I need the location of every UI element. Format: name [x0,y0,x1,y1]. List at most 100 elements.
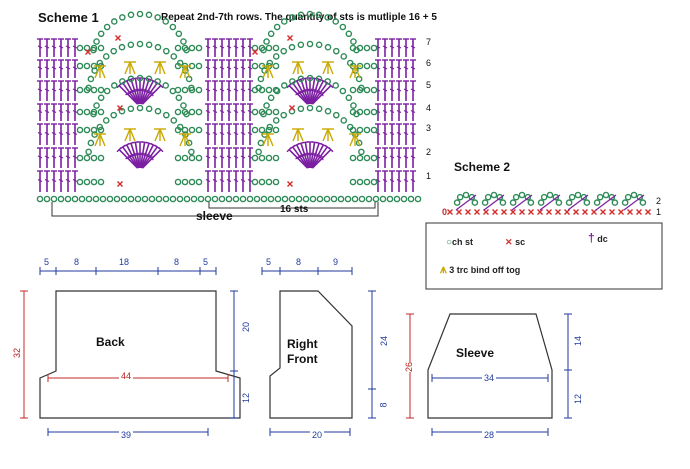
dc-stitch [65,103,71,121]
chain-stitch [258,108,266,116]
dc-stitch [219,103,225,121]
dc-stitch [382,38,388,57]
sc-stitch [573,209,579,215]
dc-stitch [382,147,388,168]
chain-stitch [195,178,203,186]
dc-stitch [44,38,50,57]
chain-stitch [180,102,187,109]
legend-ch-st: ○ch st [446,237,474,248]
chain-stitch [96,123,104,131]
sc-stitch [609,209,615,215]
chain-stitch [136,104,144,112]
chain-stitch [76,86,84,94]
dc-stitch [51,80,57,101]
chain-stitch [251,126,259,134]
dc-stitch [396,123,402,145]
chain-stitch [306,74,314,82]
front-top-width-3: 9 [333,257,339,267]
chain-stitch [288,195,296,203]
dc-stitch [65,123,71,145]
dc-stitch [44,59,50,78]
dc-stitch [212,80,218,101]
chain-stitch [297,75,305,83]
chain-stitch [174,178,182,186]
chain-stitch [596,193,604,201]
sc-stitch [645,209,651,215]
chain-stitch [356,86,364,94]
back-height-upper: 20 [241,321,252,333]
dc-stitch [233,123,239,145]
scheme1-title: Scheme 1 [38,10,99,25]
chain-stitch [251,62,259,70]
chain-stitch [280,82,288,89]
chain-stitch [71,195,79,203]
dc-stitch [205,38,211,57]
dc-stitch [65,147,71,168]
dc-stitch [212,59,218,78]
dc-stitch [311,146,334,169]
chain-stitch [188,126,196,134]
chain-stitch [232,195,240,203]
chain-stitch [188,148,195,156]
sc-stitch [564,209,570,215]
chain-stitch [204,195,212,203]
dc-stitch [389,59,395,78]
chain-stitch [611,199,619,206]
chain-stitch [363,86,371,94]
dc-stitch [240,59,246,78]
dc-stitch [58,38,64,57]
front-top-width-2: 8 [296,257,302,267]
chain-stitch [180,38,187,45]
dc-stitch [219,38,225,57]
chain-stitch [332,18,340,25]
chain-stitch [267,195,275,203]
chain-stitch [386,195,394,203]
chain-stitch [339,87,347,95]
chain-stitch [90,178,98,186]
chain-stitch [83,154,91,162]
chain-stitch [490,191,498,199]
dc-stitch [65,38,71,57]
dc-stitch [382,103,388,121]
chain-stitch [512,193,520,201]
chain-stitch [272,126,280,134]
front-top-width-1: 5 [266,257,272,267]
chain-stitch [174,108,182,116]
dc-stitch [247,80,253,101]
chain-stitch [145,41,153,49]
chain-stitch [97,30,105,38]
chain-stitch [315,75,323,83]
chain-stitch [257,139,265,147]
chain-stitch [323,195,331,203]
chain-stitch [174,86,182,94]
dc-stitch [410,103,416,121]
back-top-width-5: 5 [203,257,209,267]
chain-stitch [87,75,95,83]
sc-stitch [501,209,507,215]
sc-stitch [582,209,588,215]
chain-stitch [155,195,163,203]
chain-stitch [496,193,504,201]
chain-stitch [372,195,380,203]
back-bottom-width: 39 [119,430,134,440]
chain-stitch [356,154,364,162]
chain-stitch [621,199,629,206]
dc-stitch [233,103,239,121]
dc-stitch [226,147,232,168]
chain-stitch [136,40,144,48]
dc-stitch [226,170,232,192]
chain-stitch [297,41,305,49]
sc-stitch [546,209,552,215]
back-height-lower: 12 [241,392,252,404]
chain-stitch [141,195,149,203]
scheme1-row-number: 2 [426,147,432,157]
chain-stitch [110,18,118,25]
chain-stitch [349,108,357,116]
chain-stitch [106,195,114,203]
dc-stitch [396,59,402,78]
dc-stitch [58,170,64,192]
chain-stitch [580,193,588,201]
chain-stitch [181,126,189,134]
dc-stitch [219,170,225,192]
sc-stitch [600,209,606,215]
